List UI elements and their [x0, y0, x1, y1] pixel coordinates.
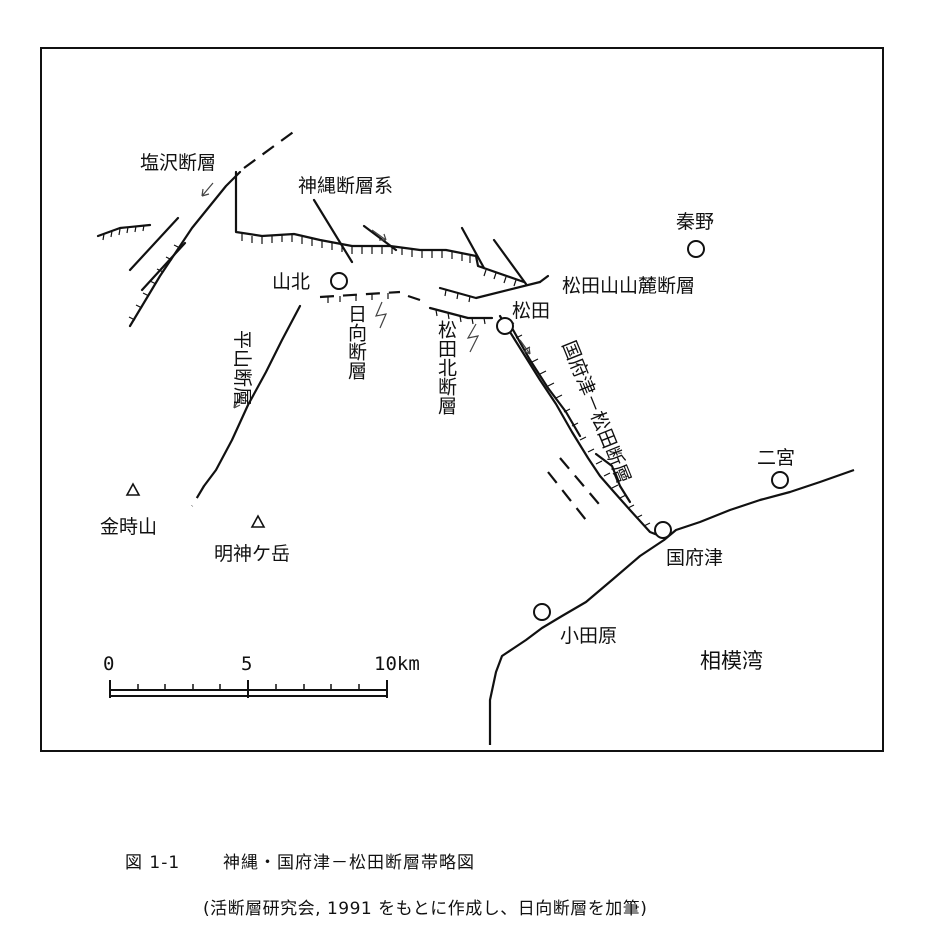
- matsuda-kita-fault: [407, 274, 550, 353]
- label-odawara: 小田原: [560, 625, 617, 647]
- label-kanawa-fault-system: 神縄断層系: [298, 175, 393, 197]
- label-matsuda-sanroku-fault: 松田山山麓断層: [562, 275, 695, 297]
- label-ninomiya: 二宮: [757, 447, 795, 469]
- scale-label-0: 0: [103, 653, 114, 675]
- fault-map: 0 5 10km 塩沢断層 神縄断層系 松田山山麓断層 平山断層 日向断層 松田…: [96, 129, 855, 745]
- coastline: [488, 468, 855, 745]
- hirayama-fault: [191, 304, 302, 507]
- kintoki-peak-icon: [125, 482, 141, 496]
- hinata-fault: [319, 290, 401, 329]
- matsuda-marker: [496, 317, 514, 335]
- figure-caption: 図 1-1 神縄・国府津－松田断層帯略図: [125, 848, 475, 873]
- myojin-peak-icon: [250, 514, 266, 528]
- figure-number: 図 1-1: [125, 853, 181, 873]
- label-kozu-matsuda-fault: 国府津－松田断層: [557, 338, 634, 487]
- scale-label-5: 5: [241, 653, 252, 675]
- yamakita-marker: [330, 272, 348, 290]
- figure-source-note: (活断層研究会, 1991 をもとに作成し、日向断層を加筆): [203, 899, 648, 919]
- scale-label-10km: 10km: [374, 653, 420, 675]
- label-matsuda-kita-fault: 松田北断層: [435, 320, 457, 415]
- shiozawa-fault: [96, 129, 297, 328]
- map-frame: [40, 47, 884, 752]
- label-hinata-fault: 日向断層: [345, 304, 367, 380]
- odawara-marker: [533, 603, 551, 621]
- kozu-marker: [654, 521, 672, 539]
- label-yamakita: 山北: [272, 271, 310, 293]
- label-sagami-bay: 相模湾: [700, 649, 763, 673]
- label-shiozawa-fault: 塩沢断層: [140, 152, 216, 174]
- label-kozu: 国府津: [666, 547, 723, 569]
- label-hadano: 秦野: [676, 211, 714, 233]
- figure-title: 神縄・国府津－松田断層帯略図: [223, 853, 475, 873]
- label-hirayama-fault: 平山断層: [231, 330, 253, 406]
- hadano-marker: [687, 240, 705, 258]
- kanawa-fault-system: [234, 170, 528, 287]
- kozu-matsuda-fault: [498, 314, 662, 538]
- ninomiya-marker: [771, 471, 789, 489]
- label-matsuda: 松田: [512, 300, 550, 322]
- label-kintoki: 金時山: [100, 516, 157, 538]
- label-myojin: 明神ケ岳: [214, 543, 290, 565]
- scale-bar: 0 5 10km: [103, 653, 420, 698]
